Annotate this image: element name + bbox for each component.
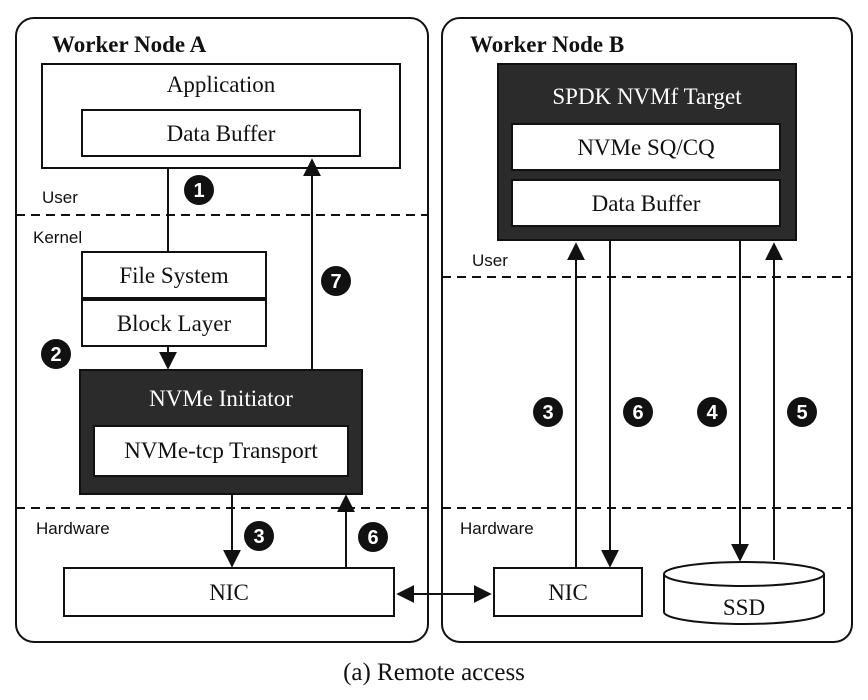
step-badge-a3: 3 xyxy=(244,521,274,551)
data-buffer-label-b: Data Buffer xyxy=(592,191,701,216)
svg-text:1: 1 xyxy=(193,180,204,202)
step-badge-a1: 1 xyxy=(184,175,214,205)
spdk-target-label: SPDK NVMf Target xyxy=(552,84,742,109)
svg-text:7: 7 xyxy=(330,271,341,293)
block-layer-box xyxy=(81,299,267,347)
nic-box-b xyxy=(493,567,643,617)
user-label-a: User xyxy=(42,188,78,207)
svg-text:6: 6 xyxy=(367,527,378,549)
nic-label-a: NIC xyxy=(209,580,249,605)
svg-text:5: 5 xyxy=(796,402,807,424)
nvme-tcp-transport-label: NVMe-tcp Transport xyxy=(124,438,318,463)
nic-label-b: NIC xyxy=(548,580,588,605)
nvme-sq-cq-box xyxy=(511,123,781,171)
step-badge-b6: 6 xyxy=(623,397,653,427)
hardware-label-b: Hardware xyxy=(460,519,534,538)
hardware-label-a: Hardware xyxy=(36,519,110,538)
svg-text:3: 3 xyxy=(253,526,264,548)
nvme-tcp-transport-box xyxy=(93,425,349,477)
worker-node-a-title: Worker Node A xyxy=(52,32,207,57)
user-label-b: User xyxy=(472,251,508,270)
nvme-sq-cq-label: NVMe SQ/CQ xyxy=(577,135,715,160)
kernel-label-a: Kernel xyxy=(33,228,82,247)
step-badge-a7: 7 xyxy=(321,266,351,296)
file-system-box xyxy=(81,251,267,299)
nic-box-a xyxy=(63,567,395,617)
svg-text:6: 6 xyxy=(632,402,643,424)
step-badge-a2: 2 xyxy=(41,339,71,369)
data-buffer-box-a xyxy=(81,109,361,157)
ssd-label: SSD xyxy=(723,595,765,620)
block-layer-label: Block Layer xyxy=(117,311,232,336)
step-badge-b4: 4 xyxy=(697,397,727,427)
worker-node-b-title: Worker Node B xyxy=(470,32,624,57)
svg-text:3: 3 xyxy=(542,402,553,424)
data-buffer-box-b xyxy=(511,179,781,227)
worker-node-b-frame xyxy=(441,17,853,643)
file-system-label: File System xyxy=(119,263,228,288)
worker-node-a-frame xyxy=(15,17,429,643)
step-badge-b5: 5 xyxy=(787,397,817,427)
step-badge-a6: 6 xyxy=(358,522,388,552)
data-buffer-label-a: Data Buffer xyxy=(167,121,276,146)
step-badge-b3: 3 xyxy=(533,397,563,427)
ssd-cylinder xyxy=(663,561,825,625)
application-label: Application xyxy=(167,72,276,97)
figure-caption: (a) Remote access xyxy=(343,659,525,686)
nvme-initiator-label: NVMe Initiator xyxy=(149,386,293,411)
svg-text:2: 2 xyxy=(50,344,61,366)
svg-text:4: 4 xyxy=(706,402,718,424)
